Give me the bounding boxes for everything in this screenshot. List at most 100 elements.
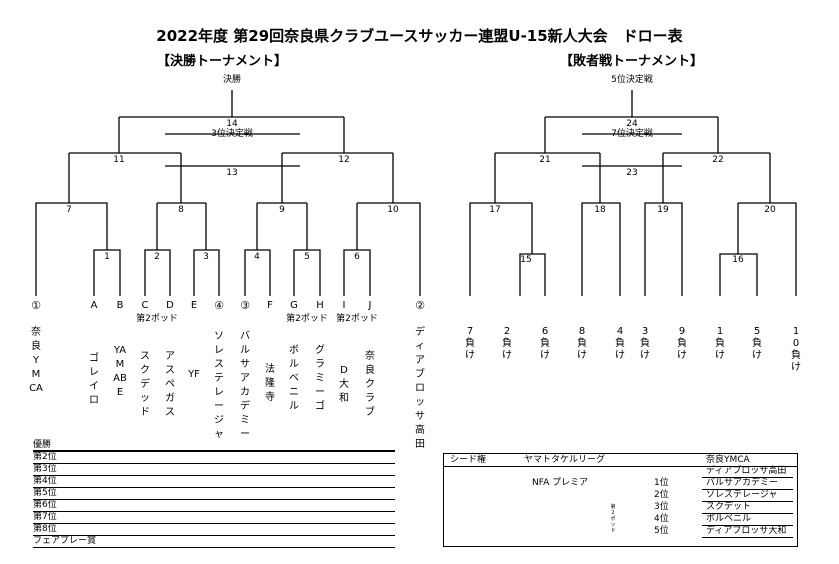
match-15: 15 xyxy=(520,255,532,265)
slot-seed-2: ② xyxy=(415,299,425,312)
team-sukudeddo: スクデッド xyxy=(140,351,150,418)
seed-rank-1: 1位 xyxy=(654,478,669,488)
result-label: フェアプレー賞 xyxy=(33,536,97,546)
seed-header: シード権 xyxy=(450,455,487,465)
result-label: 第5位 xyxy=(33,488,57,498)
seed-line xyxy=(702,501,793,502)
slot-g: G xyxy=(290,300,298,311)
line-m18 xyxy=(581,202,621,296)
team-nara-ymca: 奈良YMCA xyxy=(29,327,43,394)
result-3rd: 第3位 xyxy=(33,464,395,476)
team-asupegasu: アスペガス xyxy=(165,351,175,418)
result-label: 第7位 xyxy=(33,512,57,522)
match-18: 18 xyxy=(594,205,606,215)
loser-7: 7負け xyxy=(465,326,475,361)
match-13: 13 xyxy=(226,168,238,178)
results-table-top xyxy=(33,450,395,451)
team-guramiigo: グラミーゴ xyxy=(315,345,325,412)
slot-d: D xyxy=(166,300,174,311)
seed-line xyxy=(702,525,793,526)
team-soresuterejya: ソレステレージャ xyxy=(214,331,224,440)
page-title: 2022年度 第29回奈良県クラブユースサッカー連盟U-15新人大会 ドロー表 xyxy=(156,27,683,45)
match-17: 17 xyxy=(489,205,501,215)
seed-line xyxy=(702,477,793,478)
result-fairplay: フェアプレー賞 xyxy=(33,536,395,548)
seed-rank-4: 4位 xyxy=(654,514,669,524)
team-barusa-academy: バルサアカデミー xyxy=(240,331,250,440)
match-14: 14 xyxy=(226,119,238,129)
result-2nd: 第2位 xyxy=(33,452,395,464)
loser-1: 1負け xyxy=(715,326,725,361)
match-3: 3 xyxy=(203,252,209,262)
team-borubeniru: ボルベニル xyxy=(289,345,299,412)
loser-6: 6負け xyxy=(540,326,550,361)
result-label: 第4位 xyxy=(33,476,57,486)
seed-league: ヤマトタケルリーグ xyxy=(524,455,606,465)
line-m7 xyxy=(35,202,108,296)
match-22: 22 xyxy=(712,155,724,165)
match-2: 2 xyxy=(154,252,160,262)
loser-2: 2負け xyxy=(502,326,512,361)
pot-label-ij: 第2ポッド xyxy=(336,314,378,324)
result-4th: 第4位 xyxy=(33,476,395,488)
line-m17 xyxy=(469,202,533,296)
result-label: 第3位 xyxy=(33,464,57,474)
seed-premier: NFA プレミア xyxy=(532,478,589,488)
seed-premier-team-4: ボルベニル xyxy=(706,514,752,524)
result-label: 優勝 xyxy=(33,440,52,450)
seed-line xyxy=(702,537,793,538)
match-19: 19 xyxy=(657,205,669,215)
slot-i: I xyxy=(342,300,346,311)
loser-5: 5負け xyxy=(752,326,762,361)
pot-label-cd: 第2ポッド xyxy=(136,314,178,324)
seed-pot-label: 第2ポッド xyxy=(610,504,616,534)
team-goreiro: ゴレイロ xyxy=(89,353,99,406)
slot-c: C xyxy=(141,300,149,311)
final-label: 決勝 xyxy=(222,75,242,85)
match-12: 12 xyxy=(338,155,350,165)
team-diablossa-takada: ディアブロッサ高田 xyxy=(415,327,425,450)
slot-seed-4: ④ xyxy=(214,299,224,312)
line-m20 xyxy=(738,202,797,296)
team-horyuji: 法隆寺 xyxy=(265,364,275,403)
fifth-label: 5位決定戦 xyxy=(611,75,653,85)
loser-3: 3負け xyxy=(640,326,650,361)
seed-box: シード権 ヤマトタケルリーグ 奈良YMCA ディアブロッサ高田 NFA プレミア… xyxy=(443,453,798,547)
loser-9: 9負け xyxy=(677,326,687,361)
seed-premier-team-1: バルサアカデミー xyxy=(706,478,779,488)
third-place-label: 3位決定戦 xyxy=(211,129,253,139)
match-6: 6 xyxy=(354,252,360,262)
slot-j: J xyxy=(368,300,372,311)
match-10: 10 xyxy=(387,205,399,215)
result-winner: 優勝 xyxy=(33,440,395,452)
line-m19 xyxy=(644,202,683,296)
result-label: 第6位 xyxy=(33,500,57,510)
seventh-place-label: 7位決定戦 xyxy=(611,129,653,139)
slot-e: E xyxy=(190,300,198,311)
match-9: 9 xyxy=(279,205,285,215)
match-5: 5 xyxy=(304,252,310,262)
result-label: 第8位 xyxy=(33,524,57,534)
match-1: 1 xyxy=(104,252,110,262)
match-11: 11 xyxy=(113,155,125,165)
loser-8: 8負け xyxy=(577,326,587,361)
match-7: 7 xyxy=(66,205,72,215)
match-24: 24 xyxy=(626,119,638,129)
seed-premier-team-5: ディアブロッサ大和 xyxy=(706,526,787,536)
match-21: 21 xyxy=(539,155,551,165)
line-m10 xyxy=(357,202,421,296)
match-8: 8 xyxy=(178,205,184,215)
slot-h: H xyxy=(316,300,324,311)
seed-premier-team-2: ソレステレージャ xyxy=(706,490,778,500)
result-8th: 第8位 xyxy=(33,524,395,536)
slot-f: F xyxy=(267,300,273,311)
seed-header-line xyxy=(444,466,797,467)
seed-rank-5: 5位 xyxy=(654,526,669,536)
main-section-title: 【決勝トーナメント】 xyxy=(157,54,288,69)
loser-10: 10負け xyxy=(791,326,801,373)
match-20: 20 xyxy=(764,205,776,215)
loser-4: 4負け xyxy=(615,326,625,361)
seed-line xyxy=(702,489,793,490)
match-4: 4 xyxy=(254,252,260,262)
